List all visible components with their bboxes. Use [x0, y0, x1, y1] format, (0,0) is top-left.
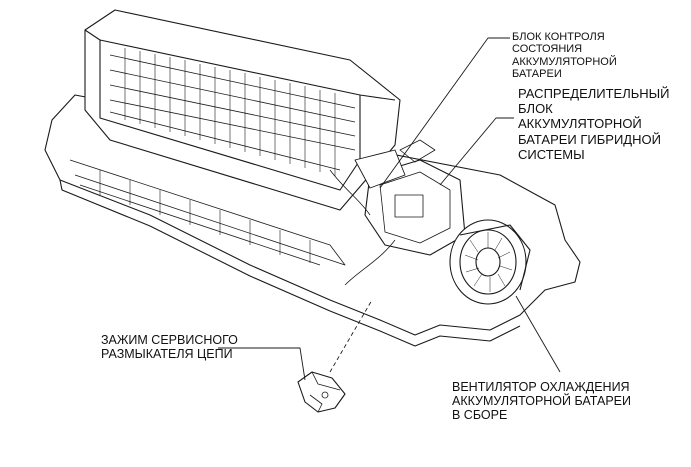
leader-fan: [515, 295, 561, 373]
monitor-unit: [354, 149, 406, 189]
leader-junction: [439, 117, 514, 186]
label-monitor: БЛОК КОНТРОЛЯ СОСТОЯНИЯ АККУМУЛЯТОРНОЙ Б…: [512, 31, 617, 80]
label-fan: ВЕНТИЛЯТОР ОХЛАЖДЕНИЯ АККУМУЛЯТОРНОЙ БАТ…: [452, 380, 631, 422]
label-plug: ЗАЖИМ СЕРВИСНОГО РАЗМЫКАТЕЛЯ ЦЕПИ: [101, 333, 238, 361]
service-plug: [297, 371, 346, 413]
cooling-fan: [449, 219, 531, 305]
leader-monitor: [379, 37, 510, 189]
leader-plug: [218, 347, 306, 381]
label-junction: РАСПРЕДЕЛИТЕЛЬНЫЙ БЛОК АККУМУЛЯТОРНОЙ БА…: [518, 86, 670, 162]
